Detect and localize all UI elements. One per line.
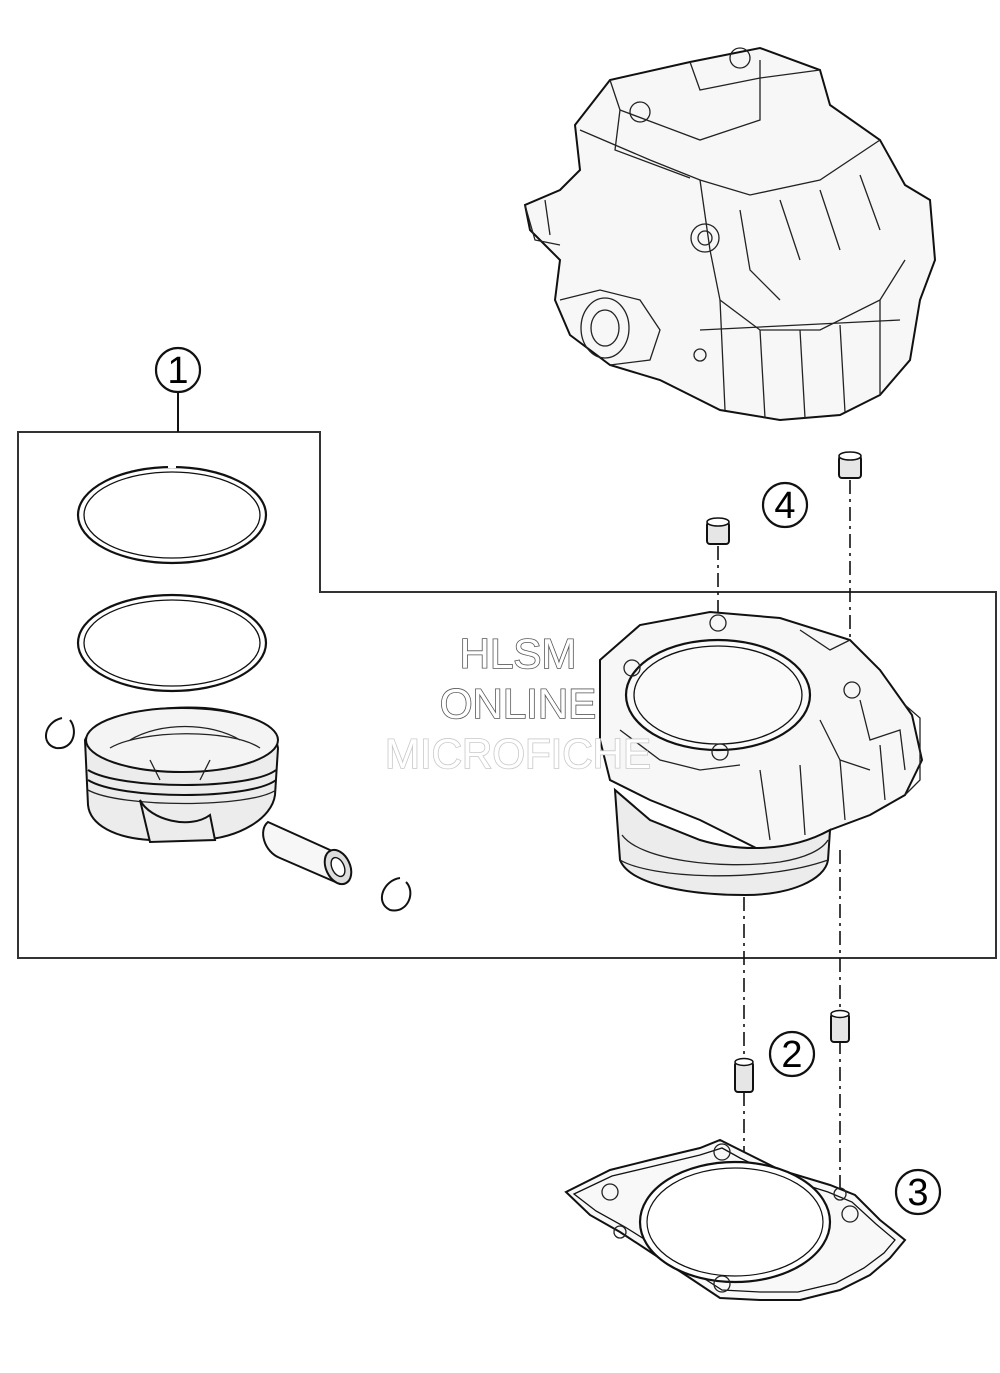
piston-pin-icon — [262, 820, 353, 886]
dowel-pin-icon — [734, 1057, 754, 1093]
watermark: HLSM ONLINE MICROFICHE — [384, 629, 652, 778]
watermark-line-1: HLSM — [460, 630, 577, 677]
piston-icon — [83, 706, 280, 844]
callout-2: 2 — [768, 1030, 816, 1078]
watermark-line-2: ONLINE — [440, 680, 596, 727]
dowel-pin-icon — [838, 451, 862, 479]
callout-1: 1 — [154, 346, 202, 394]
cylinder-base-gasket-icon — [564, 1138, 907, 1301]
dowel-pin-icon — [830, 1009, 850, 1043]
cylinder-icon — [599, 610, 924, 897]
callout-1-label: 1 — [167, 350, 188, 392]
piston-ring-icon — [76, 593, 268, 693]
piston-kit-boundary — [17, 431, 997, 959]
circlip-icon — [380, 877, 412, 912]
callout-3-label: 3 — [907, 1172, 928, 1214]
watermark-line-3: MICROFICHE — [385, 730, 651, 777]
piston-ring-icon — [76, 464, 268, 565]
circlip-icon — [45, 717, 75, 750]
callout-2-label: 2 — [781, 1034, 802, 1076]
callout-4-label: 4 — [774, 485, 795, 527]
dowel-pin-icon — [706, 517, 730, 545]
callout-3: 3 — [894, 1168, 942, 1216]
callout-4: 4 — [761, 481, 809, 529]
cylinder-head-icon — [523, 46, 937, 422]
